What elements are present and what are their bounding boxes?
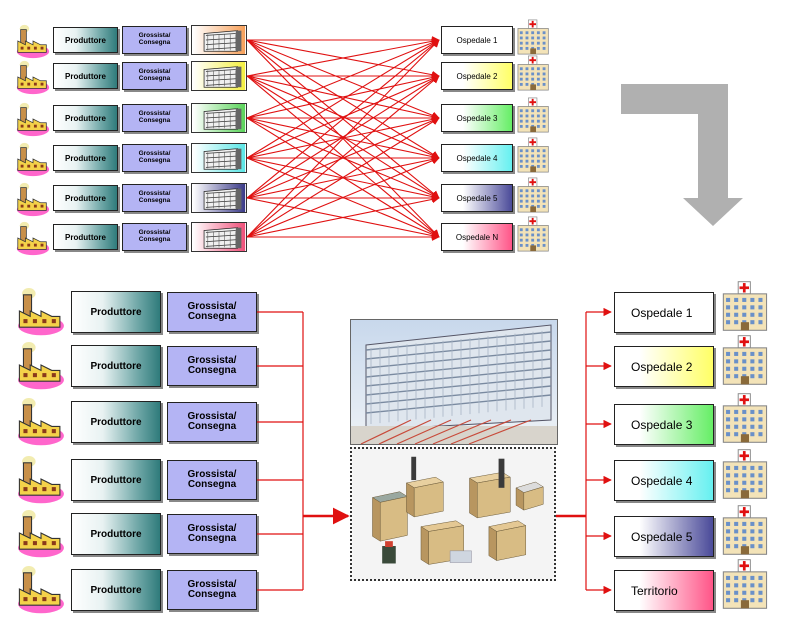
automated-warehouse-image: [350, 319, 558, 445]
wholesaler-box-top-1: Grossista/ Consegna: [122, 26, 187, 54]
arrow-top-6-to-4: [246, 157, 440, 238]
arrow-top-6-to-5: [246, 195, 440, 238]
producer-box-bottom-6: Produttore: [71, 569, 161, 611]
hospital-box-top-1: Ospedale 1: [441, 26, 513, 54]
hospital-icon-top-5: [517, 177, 549, 213]
producer-box-top-4: Produttore: [53, 145, 118, 171]
wholesaler-box-top-4: Grossista/ Consegna: [122, 144, 187, 172]
wholesaler-box-bottom-5: Grossista/ Consegna: [167, 514, 257, 554]
producer-box-bottom-1: Produttore: [71, 291, 161, 333]
factory-icon-top-2: [16, 60, 50, 95]
arrow-top-6-to-1: [246, 39, 440, 238]
arrow-top-5-to-3: [246, 117, 440, 199]
hospital-box-top-4: Ospedale 4: [441, 144, 513, 172]
wholesaler-box-top-2: Grossista/ Consegna: [122, 62, 187, 90]
producer-box-bottom-2: Produttore: [71, 345, 161, 387]
warehouse-icon-top-2: [191, 61, 247, 91]
hospital-box-top-3: Ospedale 3: [441, 104, 513, 132]
hospital-icon-bottom-5: [722, 505, 768, 555]
arrow-top-6-to-2: [246, 75, 440, 238]
arrow-top-5-to-2: [246, 75, 440, 199]
hospital-box-bottom-3: Ospedale 3: [614, 404, 714, 445]
arrow-top-4-to-2: [246, 75, 440, 159]
wholesaler-box-bottom-1: Grossista/ Consegna: [167, 292, 257, 332]
factory-icon-bottom-2: [18, 342, 64, 390]
factory-icon-top-5: [16, 182, 50, 217]
wholesaler-box-top-3: Grossista/ Consegna: [122, 104, 187, 132]
producer-box-bottom-5: Produttore: [71, 513, 161, 555]
hospital-box-bottom-2: Ospedale 2: [614, 346, 714, 387]
arrow-top-3-to-1: [246, 39, 440, 119]
wholesaler-box-bottom-2: Grossista/ Consegna: [167, 346, 257, 386]
hospital-icon-bottom-2: [722, 335, 768, 385]
hospital-icon-top-3: [517, 97, 549, 133]
warehouse-icon-top-6: [191, 222, 247, 252]
warehouse-icon-top-3: [191, 103, 247, 133]
factory-icon-top-4: [16, 142, 50, 177]
producer-box-top-6: Produttore: [53, 224, 118, 250]
wholesaler-box-bottom-6: Grossista/ Consegna: [167, 570, 257, 610]
factory-icon-top-3: [16, 102, 50, 137]
hospital-box-top-5: Ospedale 5: [441, 184, 513, 212]
warehouse-icon-top-4: [191, 143, 247, 173]
wholesaler-box-top-6: Grossista/ Consegna: [122, 223, 187, 251]
factory-icon-bottom-3: [18, 398, 64, 446]
arrow-top-4-to-1: [246, 39, 440, 159]
factory-icon-bottom-5: [18, 510, 64, 558]
factory-icon-bottom-6: [18, 566, 64, 614]
hospital-box-bottom-1: Ospedale 1: [614, 292, 714, 333]
hospital-icon-bottom-4: [722, 449, 768, 499]
producer-box-top-2: Produttore: [53, 63, 118, 89]
factory-icon-top-6: [16, 221, 50, 256]
arrow-top-2-to-1: [246, 37, 440, 77]
factory-icon-bottom-1: [18, 288, 64, 336]
warehouse-illustration: [350, 447, 556, 581]
wholesaler-box-bottom-3: Grossista/ Consegna: [167, 402, 257, 442]
wholesaler-box-top-5: Grossista/ Consegna: [122, 184, 187, 212]
hospital-box-top-2: Ospedale 2: [441, 62, 513, 90]
hospital-icon-top-1: [517, 19, 549, 55]
warehouse-icon-top-5: [191, 183, 247, 213]
hospital-icon-top-2: [517, 55, 549, 91]
factory-icon-top-1: [16, 24, 50, 59]
warehouse-icon-top-1: [191, 25, 247, 55]
hospital-box-top-6: Ospedale N: [441, 223, 513, 251]
producer-box-bottom-4: Produttore: [71, 459, 161, 501]
factory-icon-bottom-4: [18, 456, 64, 504]
hospital-icon-bottom-6: [722, 559, 768, 609]
hospital-icon-bottom-3: [722, 393, 768, 443]
hospital-box-bottom-4: Ospedale 4: [614, 460, 714, 501]
hospital-icon-bottom-1: [722, 281, 768, 331]
hospital-box-bottom-5: Ospedale 5: [614, 516, 714, 557]
producer-box-top-3: Produttore: [53, 105, 118, 131]
producer-box-bottom-3: Produttore: [71, 401, 161, 443]
arrow-top-3-to-2: [246, 73, 440, 119]
grey-flow-arrow: [621, 84, 743, 226]
arrow-top-6-to-3: [246, 117, 440, 238]
arrow-top-5-to-1: [246, 39, 440, 199]
producer-box-top-1: Produttore: [53, 27, 118, 53]
hospital-icon-top-6: [517, 216, 549, 252]
wholesaler-box-bottom-4: Grossista/ Consegna: [167, 460, 257, 500]
producer-box-top-5: Produttore: [53, 185, 118, 211]
hospital-icon-top-4: [517, 137, 549, 173]
hospital-box-bottom-6: Territorio: [614, 570, 714, 611]
